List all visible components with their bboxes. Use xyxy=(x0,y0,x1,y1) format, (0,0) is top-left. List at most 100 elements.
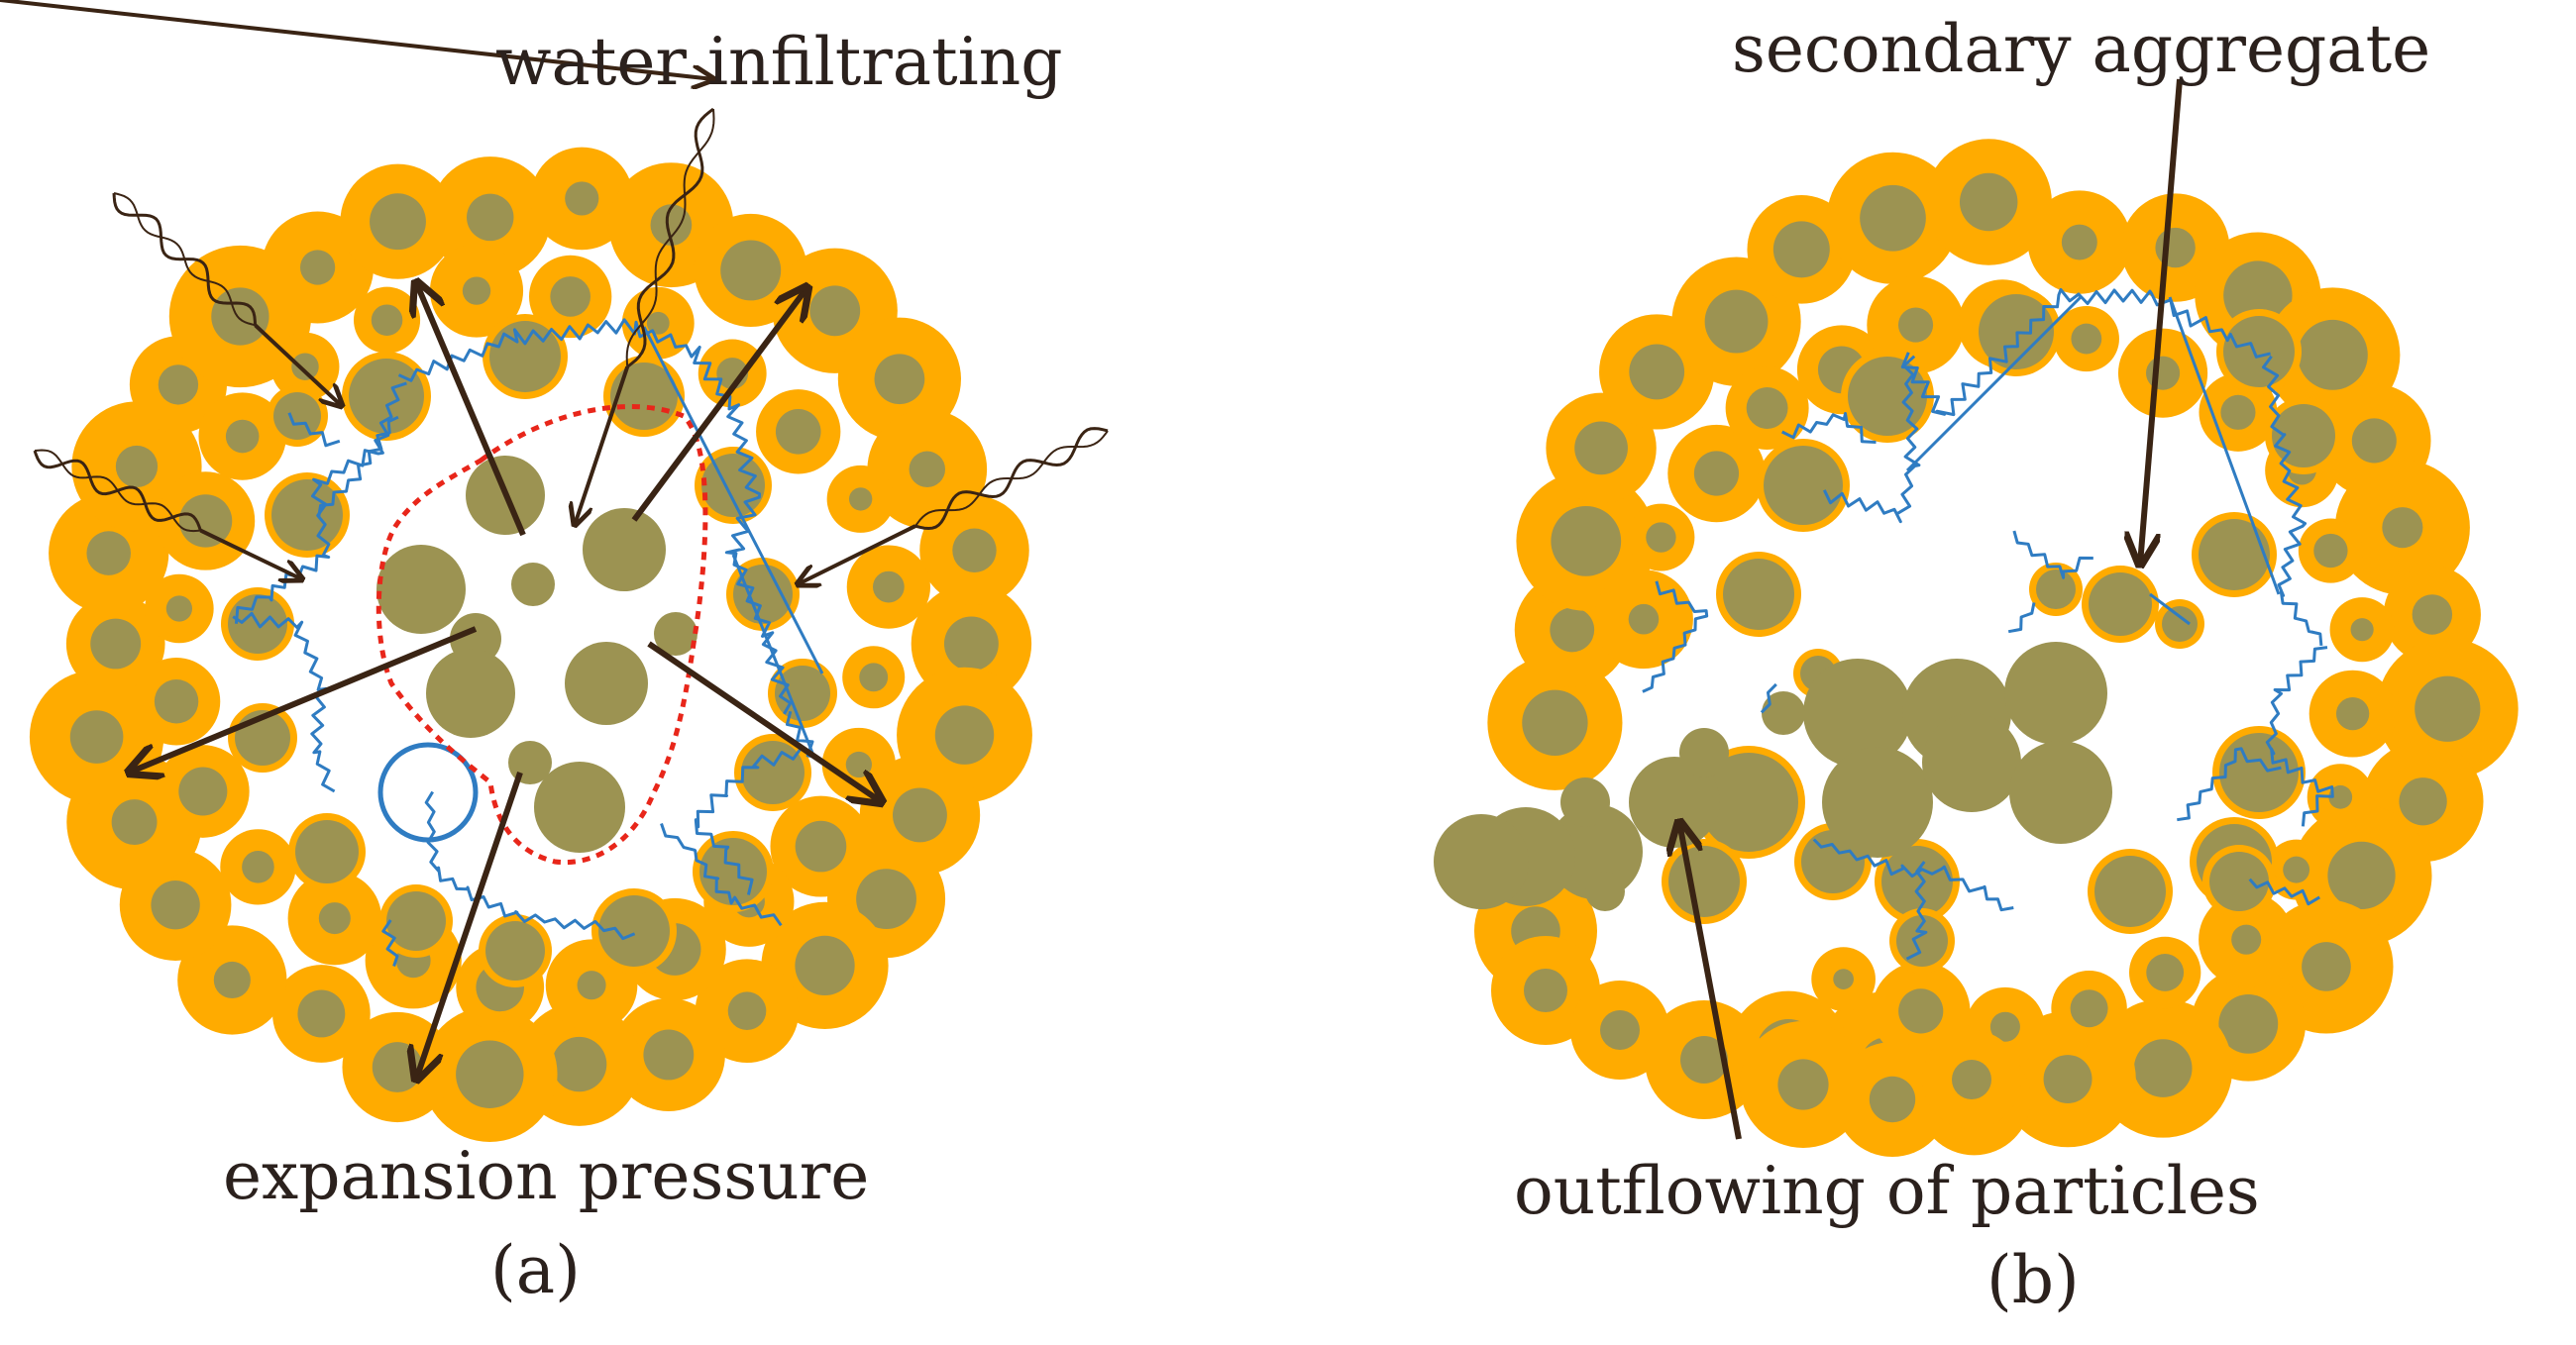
crack-line xyxy=(2012,530,2093,579)
particle-core xyxy=(1600,1010,1640,1050)
particle-core xyxy=(1704,289,1769,354)
particle-core xyxy=(2412,594,2453,635)
particle-core xyxy=(1560,777,1610,827)
crack-line xyxy=(660,823,783,927)
crack-line xyxy=(642,326,824,674)
particle-core xyxy=(485,921,545,981)
particle-core xyxy=(741,741,805,804)
particle-core xyxy=(550,276,590,317)
particle-core xyxy=(376,545,466,634)
particle-core xyxy=(115,445,159,488)
crack-line xyxy=(2265,646,2334,827)
crack-line xyxy=(1642,580,1709,693)
particle-core xyxy=(2327,841,2396,910)
particle-core xyxy=(178,767,228,816)
particle-core xyxy=(2328,784,2353,809)
particle-core xyxy=(1764,446,1843,525)
crack-line xyxy=(2007,602,2036,634)
panel-b: secondary aggregate outflowing of partic… xyxy=(1434,11,2519,1318)
particle-core xyxy=(909,451,946,488)
particle-core xyxy=(2089,572,2152,636)
crack-line xyxy=(381,919,399,967)
particle-core xyxy=(165,595,193,622)
particle-core xyxy=(1860,184,1926,252)
particle-core xyxy=(2313,533,2348,569)
particle-core xyxy=(456,1040,524,1108)
particle-core xyxy=(1989,1011,2020,1042)
particle-core xyxy=(2350,618,2374,642)
crack-line xyxy=(287,412,341,448)
particle-core xyxy=(1896,915,1948,967)
particle-core xyxy=(462,276,491,305)
particle-core xyxy=(2399,777,2447,826)
water-arrow xyxy=(575,365,630,525)
particle-core xyxy=(872,570,905,603)
particle-core xyxy=(178,494,233,548)
particle-core xyxy=(318,902,351,935)
particle-core xyxy=(2036,569,2076,609)
particle-core xyxy=(856,869,916,930)
panel-a-caption: (a) xyxy=(490,1232,581,1308)
water-arrow-wave xyxy=(113,192,256,327)
particle-core xyxy=(551,1036,607,1092)
particle-core xyxy=(565,181,599,216)
panel-a: water infiltrating expansion pressure (a… xyxy=(0,0,1109,1308)
particle-core xyxy=(733,565,793,624)
particle-core xyxy=(1746,387,1788,429)
expansion-arrow xyxy=(647,641,882,802)
particle-core xyxy=(2382,507,2423,549)
particle-core xyxy=(646,311,670,335)
expansion-arrow xyxy=(416,282,526,537)
particle-core xyxy=(242,851,274,883)
panel-a-particles xyxy=(29,147,1032,1142)
water-arrow-wave xyxy=(914,430,1109,527)
particle-core xyxy=(1777,1059,1829,1110)
particle-core xyxy=(86,531,131,575)
particle-core xyxy=(1693,451,1740,496)
water-arrow-wave xyxy=(625,108,715,367)
particle-core xyxy=(154,679,199,724)
expansion-arrow xyxy=(129,626,478,773)
particle-core xyxy=(699,838,767,905)
particle-core xyxy=(2070,989,2108,1028)
crack-line xyxy=(2149,592,2191,626)
particle-core xyxy=(2415,675,2481,742)
particle-core xyxy=(1522,689,1588,756)
particle-core xyxy=(211,287,269,346)
particle-core xyxy=(1434,814,1529,909)
particle-core xyxy=(2133,1039,2193,1097)
particle-core xyxy=(2219,733,2299,812)
particle-core xyxy=(1803,659,1912,768)
particle-core xyxy=(1524,969,1567,1012)
particle-core xyxy=(2071,323,2102,355)
particle-core xyxy=(934,705,995,765)
particle-core xyxy=(2218,993,2279,1054)
particle-core xyxy=(291,353,319,380)
particle-core xyxy=(2094,856,2166,927)
particle-core xyxy=(1772,221,1830,278)
particle-core xyxy=(2146,954,2185,991)
particle-core xyxy=(2351,418,2397,464)
crack-line xyxy=(2177,747,2282,822)
water-arrow-origin xyxy=(0,0,713,79)
water-arrow xyxy=(199,528,302,579)
particle-core xyxy=(511,563,555,606)
particle-core xyxy=(952,528,997,572)
particle-core xyxy=(795,935,855,996)
particle-core xyxy=(2155,227,2196,268)
particle-core xyxy=(1680,1036,1728,1084)
particle-core xyxy=(271,479,343,551)
crack-line xyxy=(424,790,636,941)
particle-core xyxy=(2302,942,2351,991)
particle-core xyxy=(2283,856,2310,883)
particle-core xyxy=(1822,747,1933,858)
particle-core xyxy=(1881,846,1953,917)
particle-core xyxy=(720,240,782,301)
panel-b-arrows xyxy=(1679,78,2183,1140)
expansion-arrow xyxy=(631,287,807,522)
panel-b-label-top: secondary aggregate xyxy=(1732,11,2430,87)
particle-core xyxy=(372,1042,423,1092)
particle-core xyxy=(69,710,124,764)
water-arrow-wave xyxy=(34,449,201,533)
